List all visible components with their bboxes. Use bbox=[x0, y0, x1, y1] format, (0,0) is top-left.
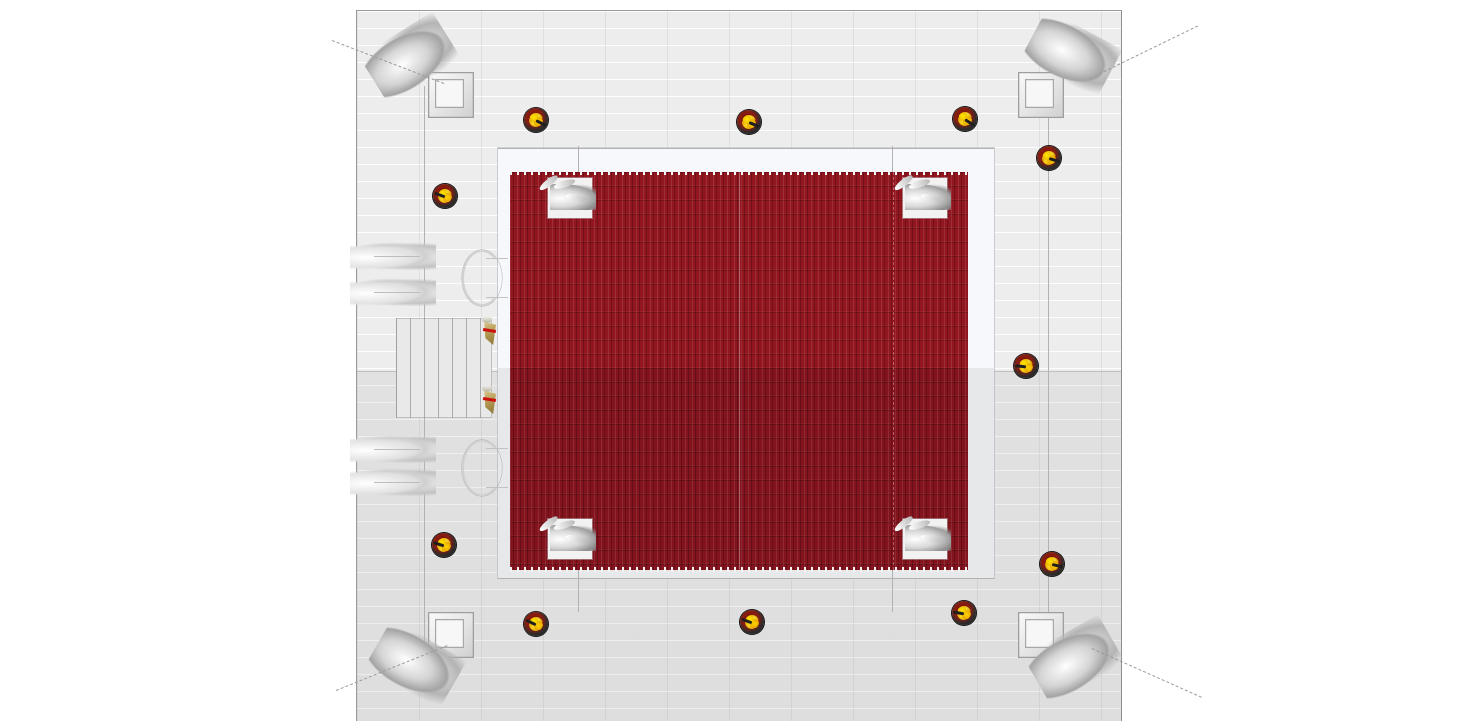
figure-body bbox=[484, 391, 496, 414]
paella-pan-1[interactable] bbox=[524, 108, 550, 134]
gold-figure-upper[interactable] bbox=[481, 316, 497, 346]
figure-head bbox=[482, 385, 492, 392]
animal-sculpture-3[interactable] bbox=[350, 435, 436, 463]
figure-head bbox=[482, 316, 492, 323]
animal-sculpture-4[interactable] bbox=[350, 468, 436, 496]
corner-tower-bottom-left[interactable] bbox=[428, 612, 474, 658]
arch-ring bbox=[462, 250, 502, 306]
animal-sculpture-1[interactable] bbox=[350, 242, 436, 270]
paella-pan-3[interactable] bbox=[953, 107, 979, 133]
paella-pan-4[interactable] bbox=[1037, 146, 1063, 172]
paella-pan-11[interactable] bbox=[952, 601, 978, 627]
tower-inner bbox=[1025, 619, 1054, 648]
roof-ridge-line bbox=[739, 172, 740, 570]
roof-edge-top bbox=[510, 170, 968, 175]
arch-tail-bottom bbox=[486, 296, 508, 298]
paella-pan-10[interactable] bbox=[740, 610, 766, 636]
paella-pan-2[interactable] bbox=[737, 110, 763, 136]
roof-corner-sculpture-top-right[interactable] bbox=[892, 173, 951, 218]
guide-horizontal-bottom bbox=[498, 578, 994, 579]
paella-pan-9[interactable] bbox=[524, 612, 550, 638]
paella-pan-7[interactable] bbox=[432, 533, 458, 559]
arch-ring bbox=[462, 440, 502, 496]
corner-tower-bottom-right[interactable] bbox=[1018, 612, 1064, 658]
sculpture-rail bbox=[374, 482, 420, 483]
gold-figure-lower[interactable] bbox=[481, 385, 497, 415]
guide-vertical-right-outer bbox=[1048, 86, 1049, 646]
tower-inner bbox=[1025, 79, 1054, 108]
roof-corner-sculpture-bottom-left[interactable] bbox=[537, 514, 596, 559]
roof-dashed-guide bbox=[893, 172, 894, 570]
sculpture-rail bbox=[374, 256, 420, 257]
figure-body bbox=[484, 322, 496, 345]
sculpture-rail bbox=[374, 449, 420, 450]
animal-sculpture-2[interactable] bbox=[350, 278, 436, 306]
arch-gate-lower[interactable] bbox=[462, 440, 508, 496]
arch-tail-bottom bbox=[486, 486, 508, 488]
arch-gate-upper[interactable] bbox=[462, 250, 508, 306]
column-row bbox=[396, 318, 492, 418]
tower-inner bbox=[435, 79, 464, 108]
paella-pan-6[interactable] bbox=[1014, 354, 1040, 380]
roof-corner-sculpture-top-left[interactable] bbox=[537, 173, 596, 218]
paella-pan-8[interactable] bbox=[1040, 552, 1066, 578]
roof-corner-sculpture-bottom-right[interactable] bbox=[892, 514, 951, 559]
corner-tower-top-right[interactable] bbox=[1018, 72, 1064, 118]
roof-edge-bottom bbox=[510, 567, 968, 572]
paella-pan-5[interactable] bbox=[433, 184, 459, 210]
red-tile-roof bbox=[510, 170, 968, 572]
guide-horizontal-top bbox=[498, 148, 994, 149]
sculpture-rail bbox=[374, 292, 420, 293]
arch-tail-top bbox=[486, 258, 508, 260]
arch-tail-top bbox=[486, 448, 508, 450]
roof-tile-texture bbox=[510, 172, 968, 570]
tower-inner bbox=[435, 619, 464, 648]
